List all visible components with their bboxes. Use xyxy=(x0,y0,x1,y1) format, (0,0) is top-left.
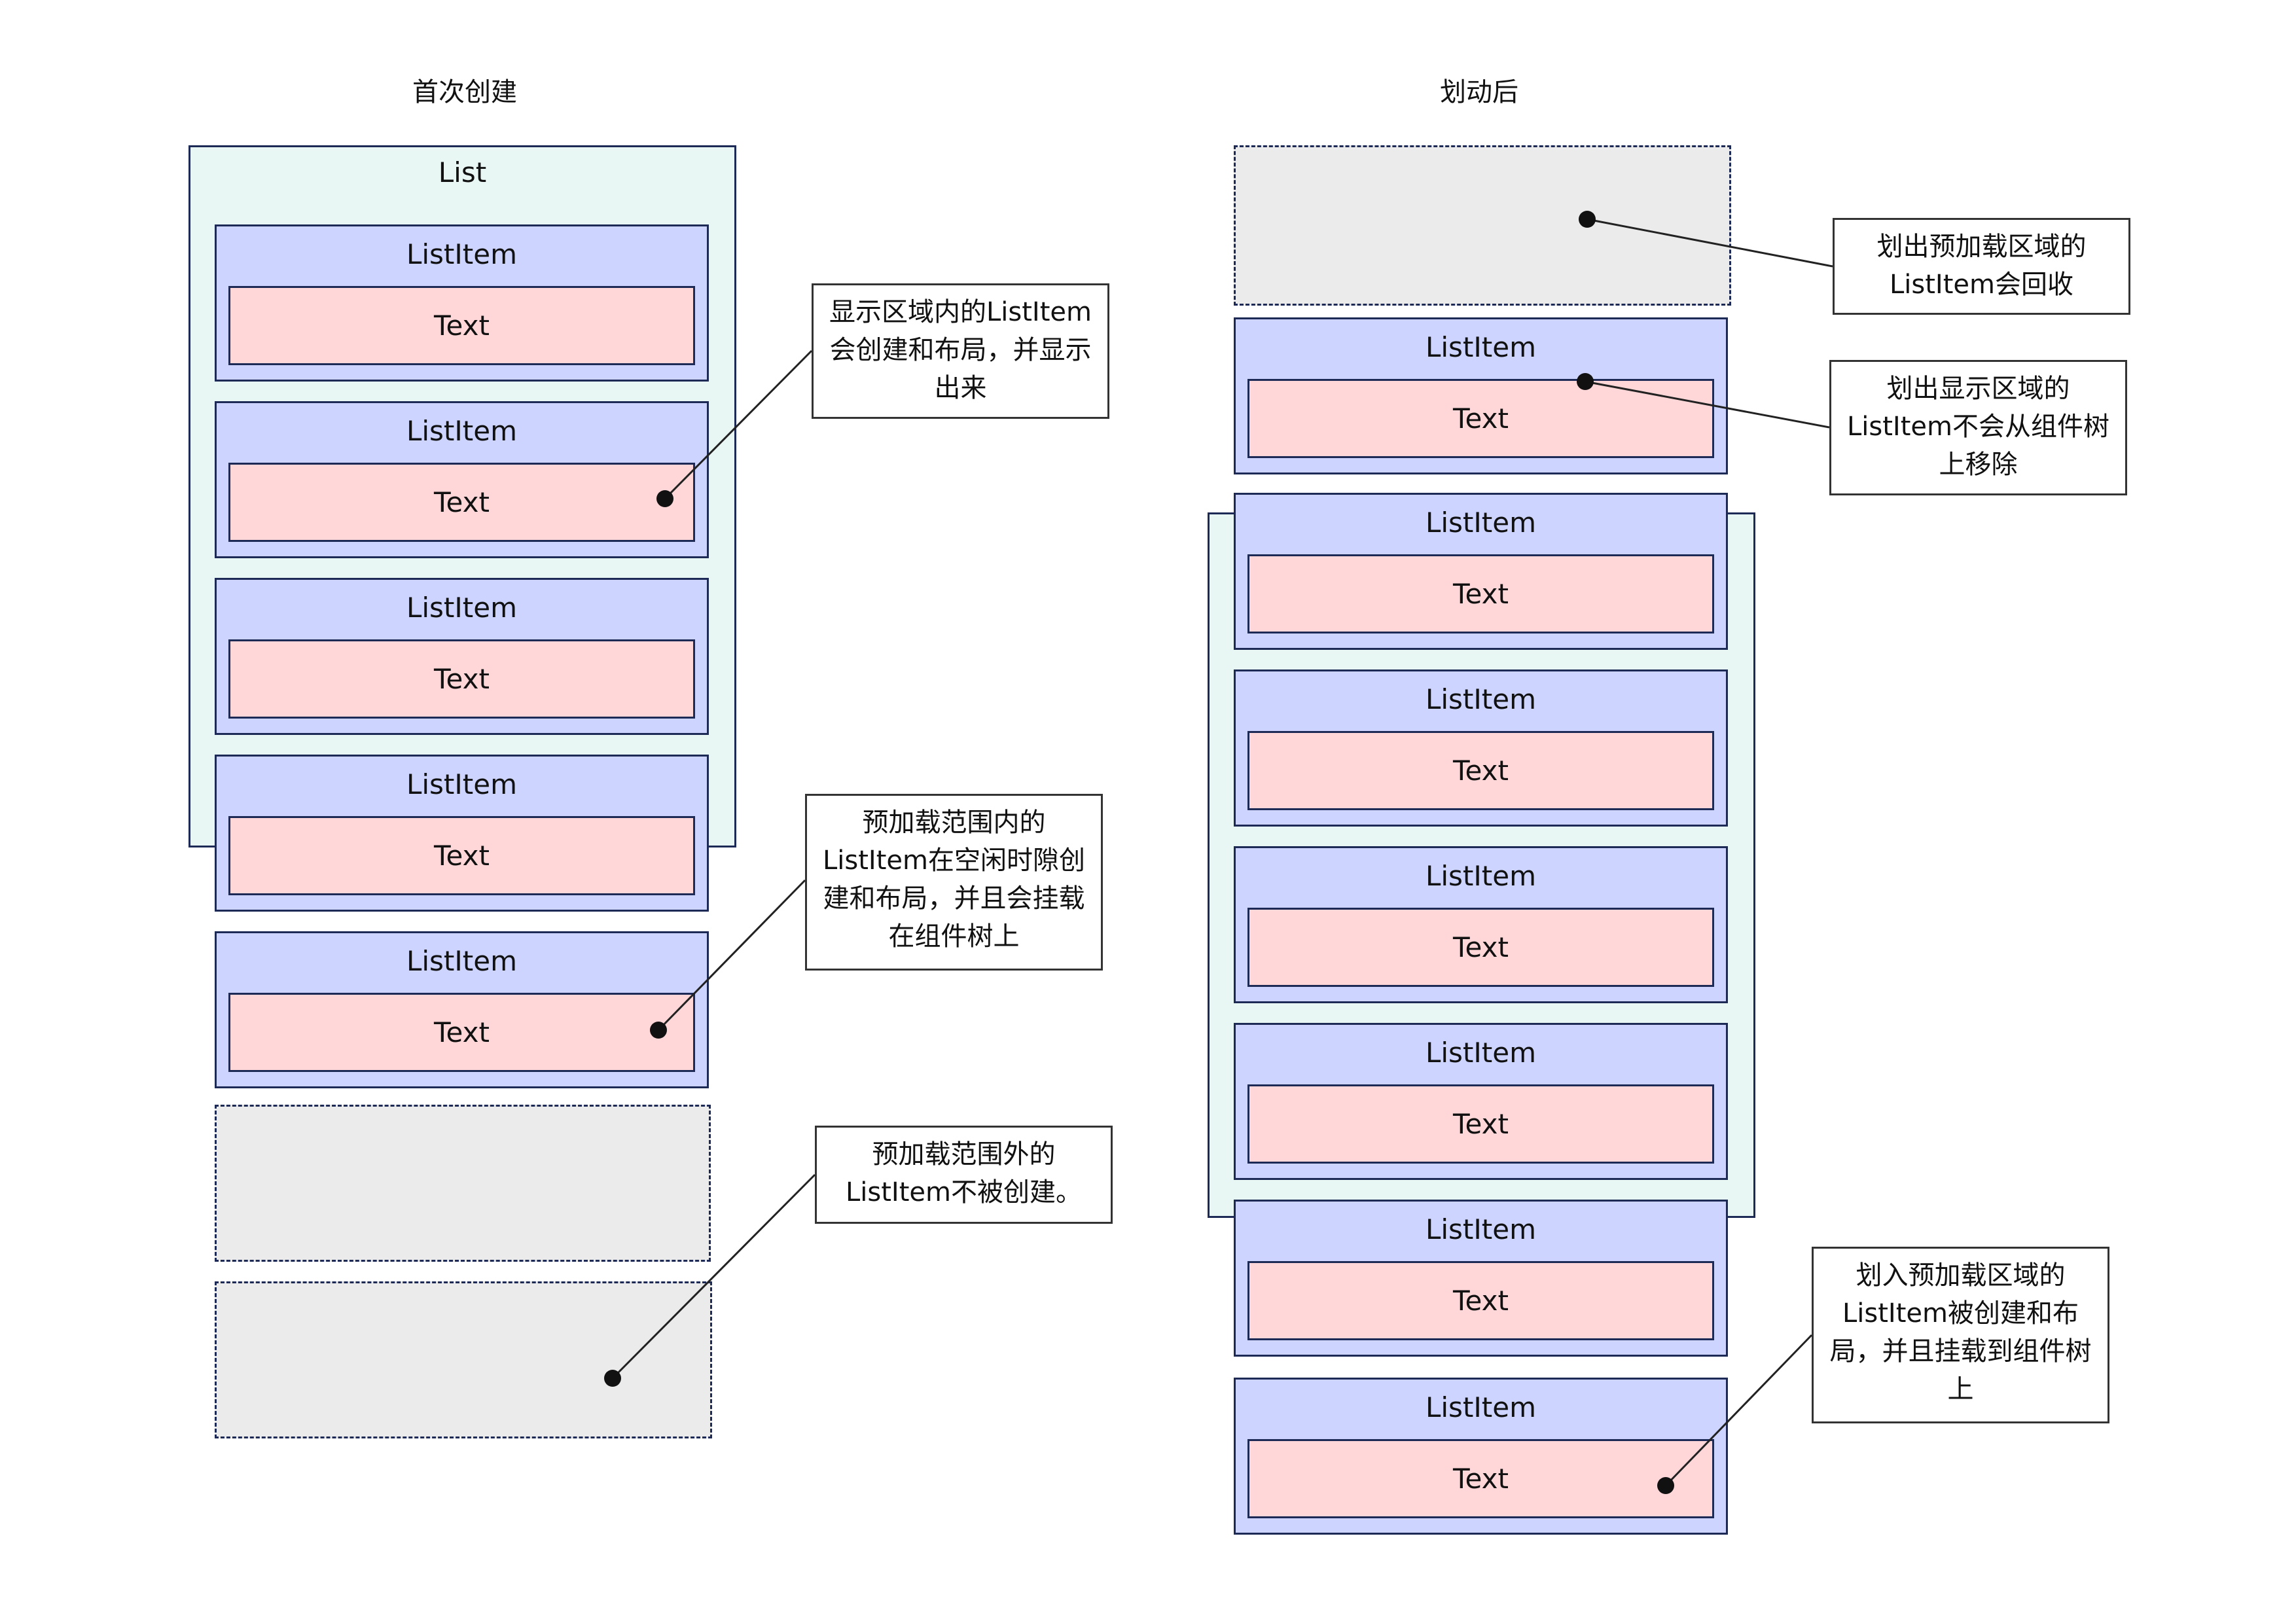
left-title: 首次创建 xyxy=(412,77,517,107)
list-item-label: ListItem xyxy=(406,945,518,977)
text-box: Text xyxy=(1247,1439,1714,1518)
right-title: 划动后 xyxy=(1440,77,1518,107)
list-item: ListItem Text xyxy=(1234,493,1728,650)
list-item: ListItem Text xyxy=(215,401,709,558)
connector-line xyxy=(1664,1334,1813,1487)
uncreated-placeholder xyxy=(215,1105,711,1262)
list-item-label: ListItem xyxy=(406,768,518,800)
list-item-label: ListItem xyxy=(1425,1037,1537,1069)
list-item: ListItem Text xyxy=(215,931,709,1088)
list-item-label: ListItem xyxy=(406,415,518,447)
connector-line xyxy=(657,879,806,1031)
list-item: ListItem Text xyxy=(1234,669,1728,827)
connector-dot xyxy=(1657,1477,1674,1494)
text-box: Text xyxy=(228,286,695,365)
recycled-placeholder xyxy=(1234,145,1731,306)
list-item: ListItem Text xyxy=(215,224,709,382)
connector-dot xyxy=(604,1370,621,1387)
list-item: ListItem Text xyxy=(1234,1023,1728,1180)
list-item: ListItem Text xyxy=(1234,846,1728,1003)
connector-line xyxy=(1585,380,1830,429)
list-item-label: ListItem xyxy=(1425,1391,1537,1423)
list-item-label: ListItem xyxy=(1425,860,1537,892)
list-item-label: ListItem xyxy=(1425,1213,1537,1245)
connector-line xyxy=(664,349,813,500)
text-box: Text xyxy=(1247,554,1714,633)
text-box: Text xyxy=(228,463,695,542)
list-item: ListItem Text xyxy=(1234,317,1728,474)
list-item-label: ListItem xyxy=(1425,331,1537,363)
list-item: ListItem Text xyxy=(215,755,709,912)
connector-dot xyxy=(1577,373,1594,390)
text-box: Text xyxy=(228,639,695,719)
list-item: ListItem Text xyxy=(1234,1378,1728,1535)
list-item: ListItem Text xyxy=(1234,1200,1728,1357)
connector-line xyxy=(1587,218,1833,268)
text-box: Text xyxy=(1247,731,1714,810)
list-item-label: ListItem xyxy=(406,238,518,270)
list-label: List xyxy=(438,156,487,188)
connector-dot xyxy=(650,1022,667,1039)
list-item-label: ListItem xyxy=(406,592,518,624)
text-box: Text xyxy=(228,816,695,895)
text-box: Text xyxy=(228,993,695,1072)
text-box: Text xyxy=(1247,1261,1714,1340)
list-item-label: ListItem xyxy=(1425,507,1537,539)
connector-dot xyxy=(656,490,673,507)
connector-dot xyxy=(1579,211,1596,228)
list-item-label: ListItem xyxy=(1425,683,1537,715)
uncreated-placeholder xyxy=(215,1281,712,1438)
list-item: ListItem Text xyxy=(215,578,709,735)
connector-line xyxy=(611,1173,816,1380)
text-box: Text xyxy=(1247,1084,1714,1164)
text-box: Text xyxy=(1247,908,1714,987)
